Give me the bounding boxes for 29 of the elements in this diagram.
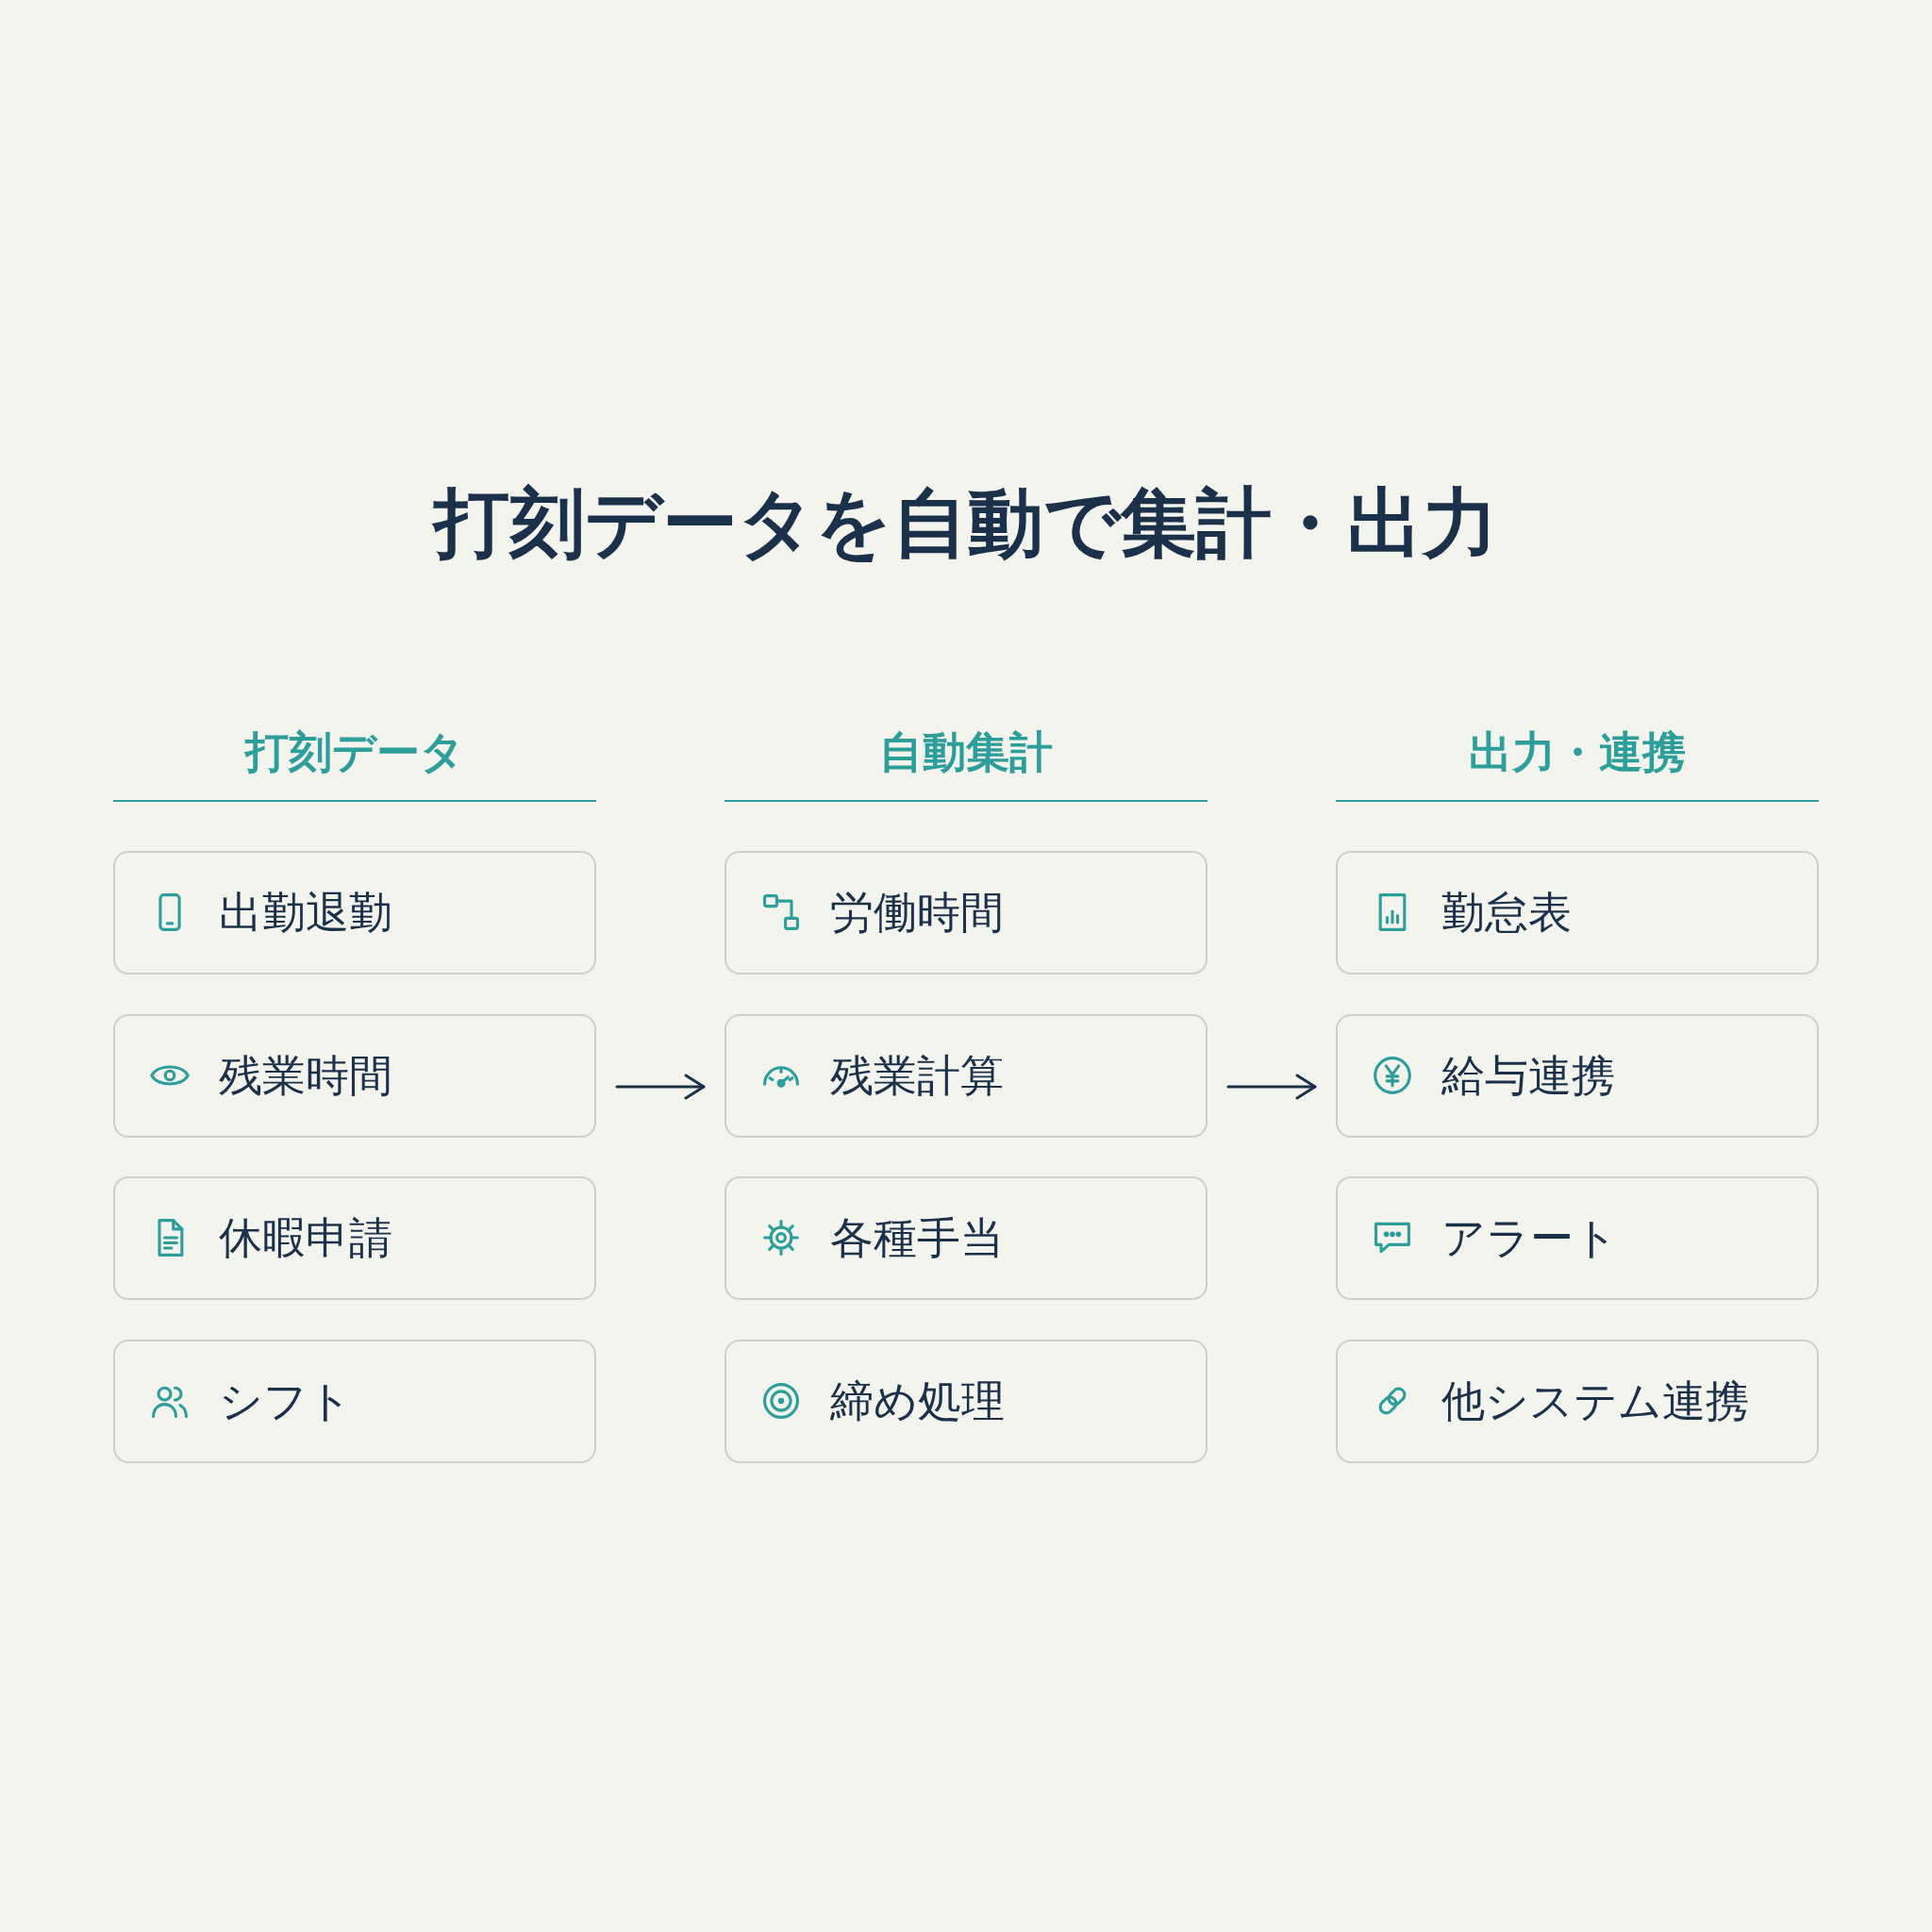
arrow [1226,1074,1317,1100]
item-label: シフト [219,1374,352,1427]
item-card [113,1176,596,1300]
item-label: 残業計算 [830,1049,1004,1102]
item-card [724,1013,1208,1138]
item-card [1336,1339,1819,1463]
item-label: アラート [1441,1212,1618,1264]
item-card [113,851,596,974]
item-label: 勤怠表 [1441,887,1572,939]
item-card [1336,851,1819,974]
item-label: 各種手当 [830,1212,1004,1264]
column-heading: 出力・連携 [1469,726,1686,777]
item-card [724,1176,1208,1300]
item-card [113,1013,596,1138]
item-label: 労働時間 [830,887,1004,939]
item-label: 給与連携 [1441,1049,1615,1102]
item-label: 休暇申請 [219,1212,392,1264]
item-label: 他システム連携 [1441,1374,1749,1427]
item-card [113,1339,596,1463]
column-heading: 自動集計 [879,726,1053,777]
item-card [724,1339,1208,1463]
arrow [615,1074,706,1100]
item-label: 残業時間 [219,1049,392,1102]
item-label: 締め処理 [830,1374,1005,1427]
item-card [1336,1013,1819,1138]
item-label: 出勤退勤 [219,887,392,939]
item-card [1336,1176,1819,1300]
item-card [724,851,1208,974]
column-heading: 打刻データ [245,726,464,777]
